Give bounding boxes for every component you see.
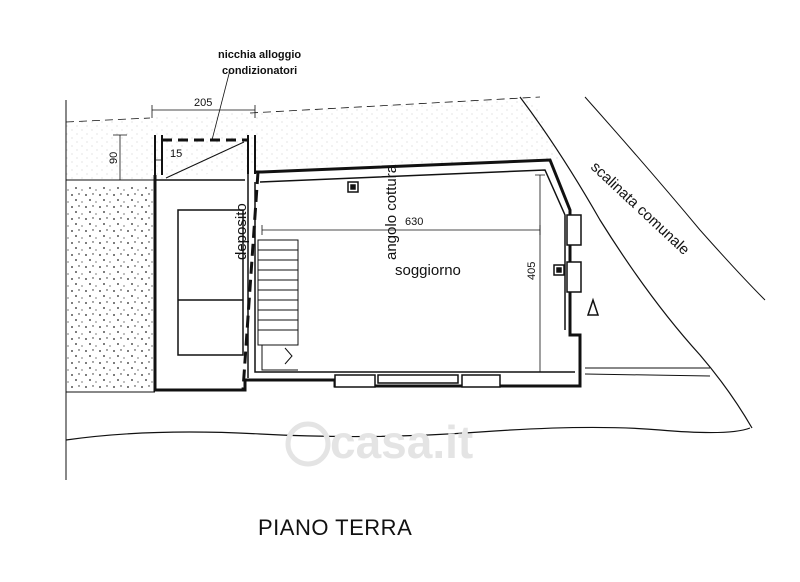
niche-width-label: 205 [194,97,212,109]
annotation-line-1: nicchia alloggio [218,49,301,61]
windows [334,214,582,388]
annotation-line-2: condizionatori [222,65,297,77]
terrain-hatch [66,100,560,390]
watermark: casa.it [330,416,473,468]
room-label-living: soggiorno [395,262,461,279]
living-width-label: 630 [405,216,423,228]
building-outline [153,135,582,392]
room-label-storage: deposito [233,203,250,260]
fixtures [347,181,600,316]
plan-title: PIANO TERRA [258,515,412,540]
room-label-kitchen: angolo cottura [383,164,400,260]
living-depth-label: 405 [526,262,538,280]
street-label: scalinata comunale [587,158,693,258]
ground-lines [65,96,766,480]
wall-offset-label: 15 [170,148,182,160]
storage-room [177,209,244,356]
watermark-logo-icon [285,421,331,467]
stairs [257,239,299,371]
niche-depth-label: 90 [108,152,120,164]
ac-niche [162,138,260,391]
dimension-lines [113,69,545,373]
